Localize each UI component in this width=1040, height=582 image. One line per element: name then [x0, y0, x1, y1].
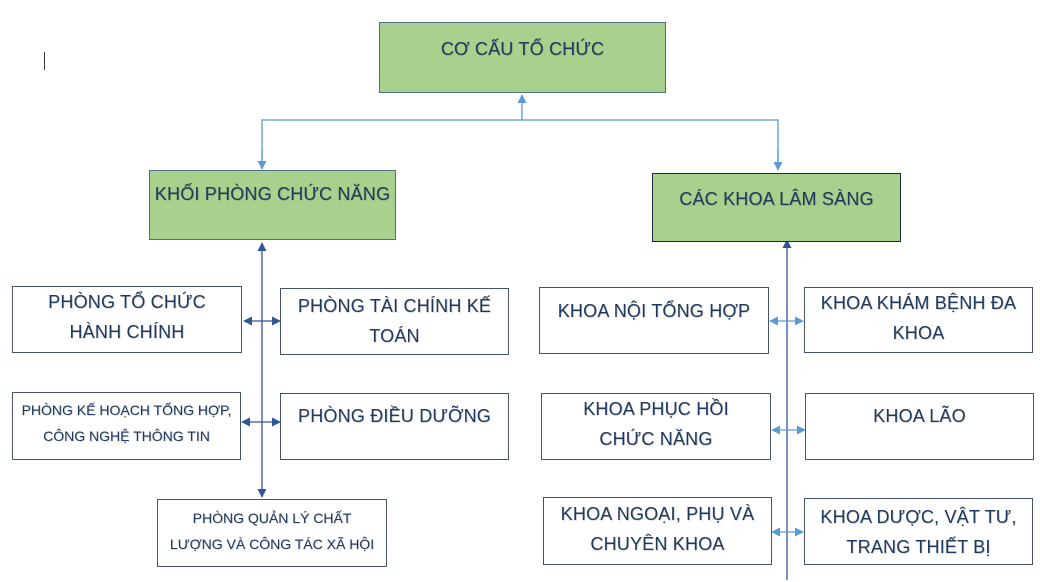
text-cursor — [44, 52, 45, 70]
right-unit-3: KHOA PHỤC HỒI CHỨC NĂNG — [541, 393, 771, 460]
right-unit-2: KHOA KHÁM BỆNH ĐA KHOA — [804, 287, 1033, 353]
right-unit-label: KHOA NGOẠI, PHỤ VÀ CHUYÊN KHOA — [560, 504, 755, 554]
right-unit-label: KHOA LÃO — [873, 405, 966, 426]
right-unit-label: KHOA DƯỢC, VẬT TƯ, TRANG THIẾT BỊ — [820, 506, 1017, 557]
right-group-header: CÁC KHOA LÂM SÀNG — [652, 173, 901, 242]
right-unit-label: KHOA NỘI TỔNG HỢP — [557, 300, 751, 321]
right-unit-5: KHOA NGOẠI, PHỤ VÀ CHUYÊN KHOA — [543, 497, 772, 565]
root-connector-branch — [261, 119, 779, 169]
left-unit-label: PHÒNG TÀI CHÍNH KẾ TOÁN — [297, 295, 492, 346]
left-unit-label: PHÒNG TỔ CHỨC HÀNH CHÍNH — [48, 291, 206, 342]
root-label: CƠ CẤU TỔ CHỨC — [440, 38, 605, 59]
left-unit-4: PHÒNG ĐIỀU DƯỠNG — [280, 393, 509, 460]
left-unit-2: PHÒNG TÀI CHÍNH KẾ TOÁN — [280, 288, 509, 355]
right-unit-1: KHOA NỘI TỔNG HỢP — [539, 287, 769, 354]
right-group-title: CÁC KHOA LÂM SÀNG — [679, 188, 874, 209]
left-group-header: KHỐI PHÒNG CHỨC NĂNG — [149, 170, 396, 240]
right-unit-label: KHOA PHỤC HỒI CHỨC NĂNG — [583, 398, 729, 449]
right-unit-4: KHOA LÃO — [805, 393, 1034, 460]
root-node: CƠ CẤU TỔ CHỨC — [379, 22, 666, 93]
left-unit-label: PHÒNG QUẢN LÝ CHẤT LƯỢNG VÀ CÔNG TÁC XÃ … — [169, 510, 375, 552]
left-unit-3: PHÒNG KẾ HOẠCH TỔNG HỢP, CÔNG NGHỆ THÔNG… — [12, 392, 241, 460]
left-unit-label: PHÒNG ĐIỀU DƯỠNG — [297, 405, 492, 426]
left-unit-5: PHÒNG QUẢN LÝ CHẤT LƯỢNG VÀ CÔNG TÁC XÃ … — [157, 499, 387, 567]
left-unit-1: PHÒNG TỔ CHỨC HÀNH CHÍNH — [12, 286, 242, 353]
right-unit-label: KHOA KHÁM BỆNH ĐA KHOA — [820, 293, 1017, 343]
left-group-title: KHỐI PHÒNG CHỨC NĂNG — [154, 184, 391, 204]
left-unit-label: PHÒNG KẾ HOẠCH TỔNG HỢP, CÔNG NGHỆ THÔNG… — [21, 402, 232, 444]
right-unit-6: KHOA DƯỢC, VẬT TƯ, TRANG THIẾT BỊ — [804, 498, 1033, 565]
